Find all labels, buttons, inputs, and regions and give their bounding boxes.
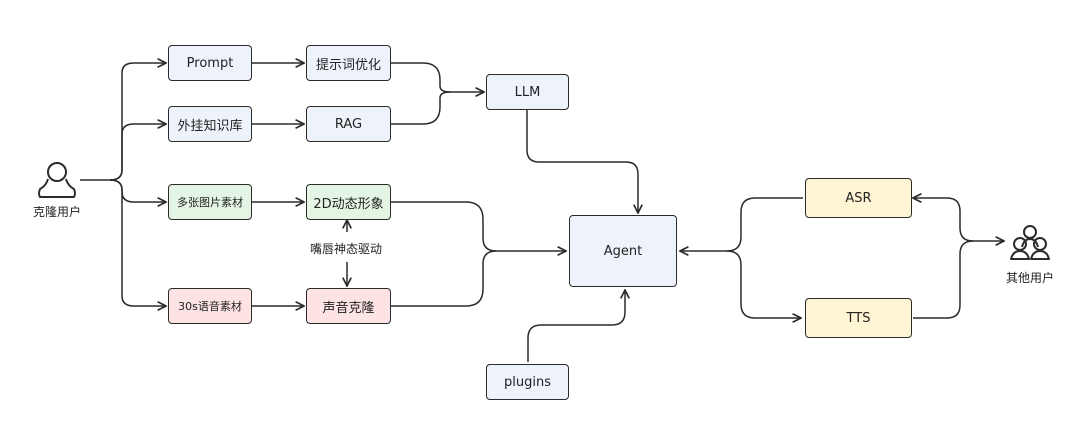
tts-node: TTS xyxy=(805,298,912,338)
edge-voice-agent xyxy=(391,250,497,307)
edge-avatar-agent xyxy=(391,201,566,251)
avatar-node: 2D动态形象 xyxy=(306,184,391,220)
agent-node: Agent xyxy=(569,215,677,287)
edge-opt-llm xyxy=(391,62,484,92)
edge-user-knowledge xyxy=(109,124,166,181)
clone-user-label: 克隆用户 xyxy=(33,205,82,219)
user-group-icon xyxy=(1010,225,1050,260)
knowledge-base-node: 外挂知识库 xyxy=(168,106,252,142)
image-materials-node: 多张图片素材 xyxy=(168,184,252,220)
edge-plugins-agent xyxy=(527,290,625,362)
edge-rag-llm xyxy=(391,91,451,125)
edge-llm-agent xyxy=(526,110,638,213)
voice-clone-node: 声音克隆 xyxy=(306,288,391,324)
edge-agent-tts xyxy=(726,250,801,318)
prompt-node: Prompt xyxy=(168,45,252,81)
edge-user-prompt xyxy=(109,63,166,181)
user-icon xyxy=(38,162,76,198)
edge-user-images xyxy=(109,179,166,202)
lip-sync-label: 嘴唇神态驱动 xyxy=(310,242,383,256)
other-users-label: 其他用户 xyxy=(1006,271,1055,285)
edge-user-audio xyxy=(109,179,166,306)
asr-node: ASR xyxy=(805,178,912,218)
edge-tts-users xyxy=(913,241,1004,319)
rag-node: RAG xyxy=(306,106,391,142)
plugins-node: plugins xyxy=(486,364,569,400)
prompt-optimization-node: 提示词优化 xyxy=(306,45,391,81)
audio-materials-node: 30s语音素材 xyxy=(168,288,252,324)
edge-users-asr xyxy=(913,198,974,242)
edge-agent-asr xyxy=(680,197,803,251)
llm-node: LLM xyxy=(486,74,569,110)
